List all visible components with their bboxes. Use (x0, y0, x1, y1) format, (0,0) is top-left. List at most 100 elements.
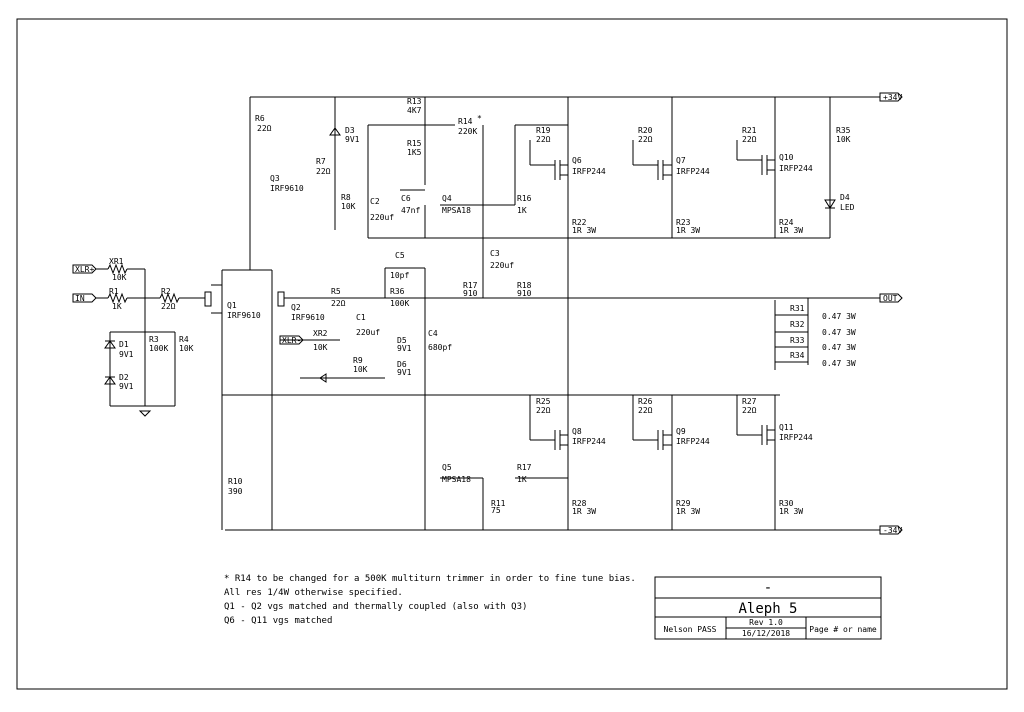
value-Q5: MPSA18 (442, 475, 471, 484)
value-R31: 0.47 3W (822, 312, 856, 321)
title-block-title: Aleph 5 (738, 601, 797, 617)
value-C1: 220uf (356, 328, 380, 337)
title-block-rev: Rev 1.0 (749, 618, 783, 627)
value-Q2: IRF9610 (291, 313, 325, 322)
label-Q7: Q7 (676, 156, 686, 165)
label-R3: R3 (149, 335, 159, 344)
diff-pair-wiring (204, 97, 780, 530)
label-R19: R19 (536, 126, 551, 135)
label-R17b: R17 (463, 281, 478, 290)
label-R32: R32 (790, 320, 805, 329)
title-block-author: Nelson PASS (664, 625, 717, 634)
label-R9: R9 (353, 356, 363, 365)
value-R19: 22Ω (536, 135, 551, 144)
label-Q11: Q11 (779, 423, 794, 432)
value-R4: 10K (179, 344, 194, 353)
label-R10: R10 (228, 477, 243, 486)
value-R30: 1R 3W (779, 507, 803, 516)
svg-text:IN: IN (75, 294, 85, 303)
label-R4: R4 (179, 335, 189, 344)
label-Q2: Q2 (291, 303, 301, 312)
title-block-date: 16/12/2018 (742, 629, 790, 638)
value-Q6: IRFP244 (572, 167, 606, 176)
value-Q3: IRF9610 (270, 184, 304, 193)
label-R25: R25 (536, 397, 551, 406)
value-R10: 390 (228, 487, 243, 496)
note-1: * R14 to be changed for a 500K multiturn… (224, 574, 636, 584)
value-Q9: IRFP244 (676, 437, 710, 446)
value-R8: 10K (341, 202, 356, 211)
value-D3: 9V1 (345, 135, 360, 144)
value-C6: 47nf (401, 206, 420, 215)
sheet-border (16, 18, 1008, 690)
label-R30: R30 (779, 499, 794, 508)
label-XR1: XR1 (109, 257, 124, 266)
label-R18: R18 (517, 281, 532, 290)
value-R20: 22Ω (638, 135, 653, 144)
label-R21: R21 (742, 126, 757, 135)
value-D5: 9V1 (397, 344, 412, 353)
label-Q3: Q3 (270, 174, 280, 183)
label-R22: R22 (572, 218, 587, 227)
label-R33: R33 (790, 336, 805, 345)
value-R15: 1K5 (407, 148, 422, 157)
value-R11: 75 (491, 506, 501, 515)
label-R17: R17 (517, 463, 532, 472)
label-R2: R2 (161, 287, 171, 296)
value-R16: 1K (517, 206, 527, 215)
value-R27: 22Ω (742, 406, 757, 415)
value-D6: 9V1 (397, 368, 412, 377)
value-R1: 1K (112, 302, 122, 311)
label-R29: R29 (676, 499, 691, 508)
r14-star: * (477, 114, 482, 123)
label-C6: C6 (401, 194, 411, 203)
label-Q6: Q6 (572, 156, 582, 165)
value-R17: 1K (517, 475, 527, 484)
label-R6: R6 (255, 114, 265, 123)
label-Q4: Q4 (442, 194, 452, 203)
value-R25: 22Ω (536, 406, 551, 415)
input-section: XLR+ IN (72, 263, 205, 417)
label-Q8: Q8 (572, 427, 582, 436)
label-C3: C3 (490, 249, 500, 258)
label-Q1: Q1 (227, 301, 237, 310)
value-Q11: IRFP244 (779, 433, 813, 442)
label-R1: R1 (109, 287, 119, 296)
note-2: All res 1/4W otherwise specified. (224, 588, 403, 598)
label-Q5: Q5 (442, 463, 452, 472)
negative-rail: -34V (225, 525, 903, 535)
label-D3: D3 (345, 126, 355, 135)
label-XR2: XR2 (313, 329, 328, 338)
value-D2: 9V1 (119, 382, 134, 391)
value-R18: 910 (517, 289, 532, 298)
value-R33: 0.47 3W (822, 343, 856, 352)
value-Q7: IRFP244 (676, 167, 710, 176)
label-R13: R13 (407, 97, 422, 106)
xlr-minus-port: XLR- (279, 335, 304, 345)
value-R14: 220K (458, 127, 477, 136)
title-block-page: Page # or name (809, 625, 877, 634)
label-D6: D6 (397, 360, 407, 369)
svg-text:XLR-: XLR- (282, 336, 301, 345)
label-R28: R28 (572, 499, 587, 508)
label-R5: R5 (331, 287, 341, 296)
label-D2: D2 (119, 373, 129, 382)
value-R21: 22Ω (742, 135, 757, 144)
value-C4: 680pf (428, 343, 452, 352)
value-R5: 22Ω (331, 299, 346, 308)
value-D1: 9V1 (119, 350, 134, 359)
svg-text:XLR+: XLR+ (75, 265, 94, 274)
value-R17b: 910 (463, 289, 478, 298)
label-C2: C2 (370, 197, 380, 206)
label-C4: C4 (428, 329, 438, 338)
output-mosfets (529, 140, 775, 450)
notes: * R14 to be changed for a 500K multiturn… (224, 574, 636, 626)
value-Q10: IRFP244 (779, 164, 813, 173)
value-D4: LED (840, 203, 855, 212)
label-R16: R16 (517, 194, 532, 203)
value-R9: 10K (353, 365, 368, 374)
value-R34: 0.47 3W (822, 359, 856, 368)
label-R36: R36 (390, 287, 405, 296)
